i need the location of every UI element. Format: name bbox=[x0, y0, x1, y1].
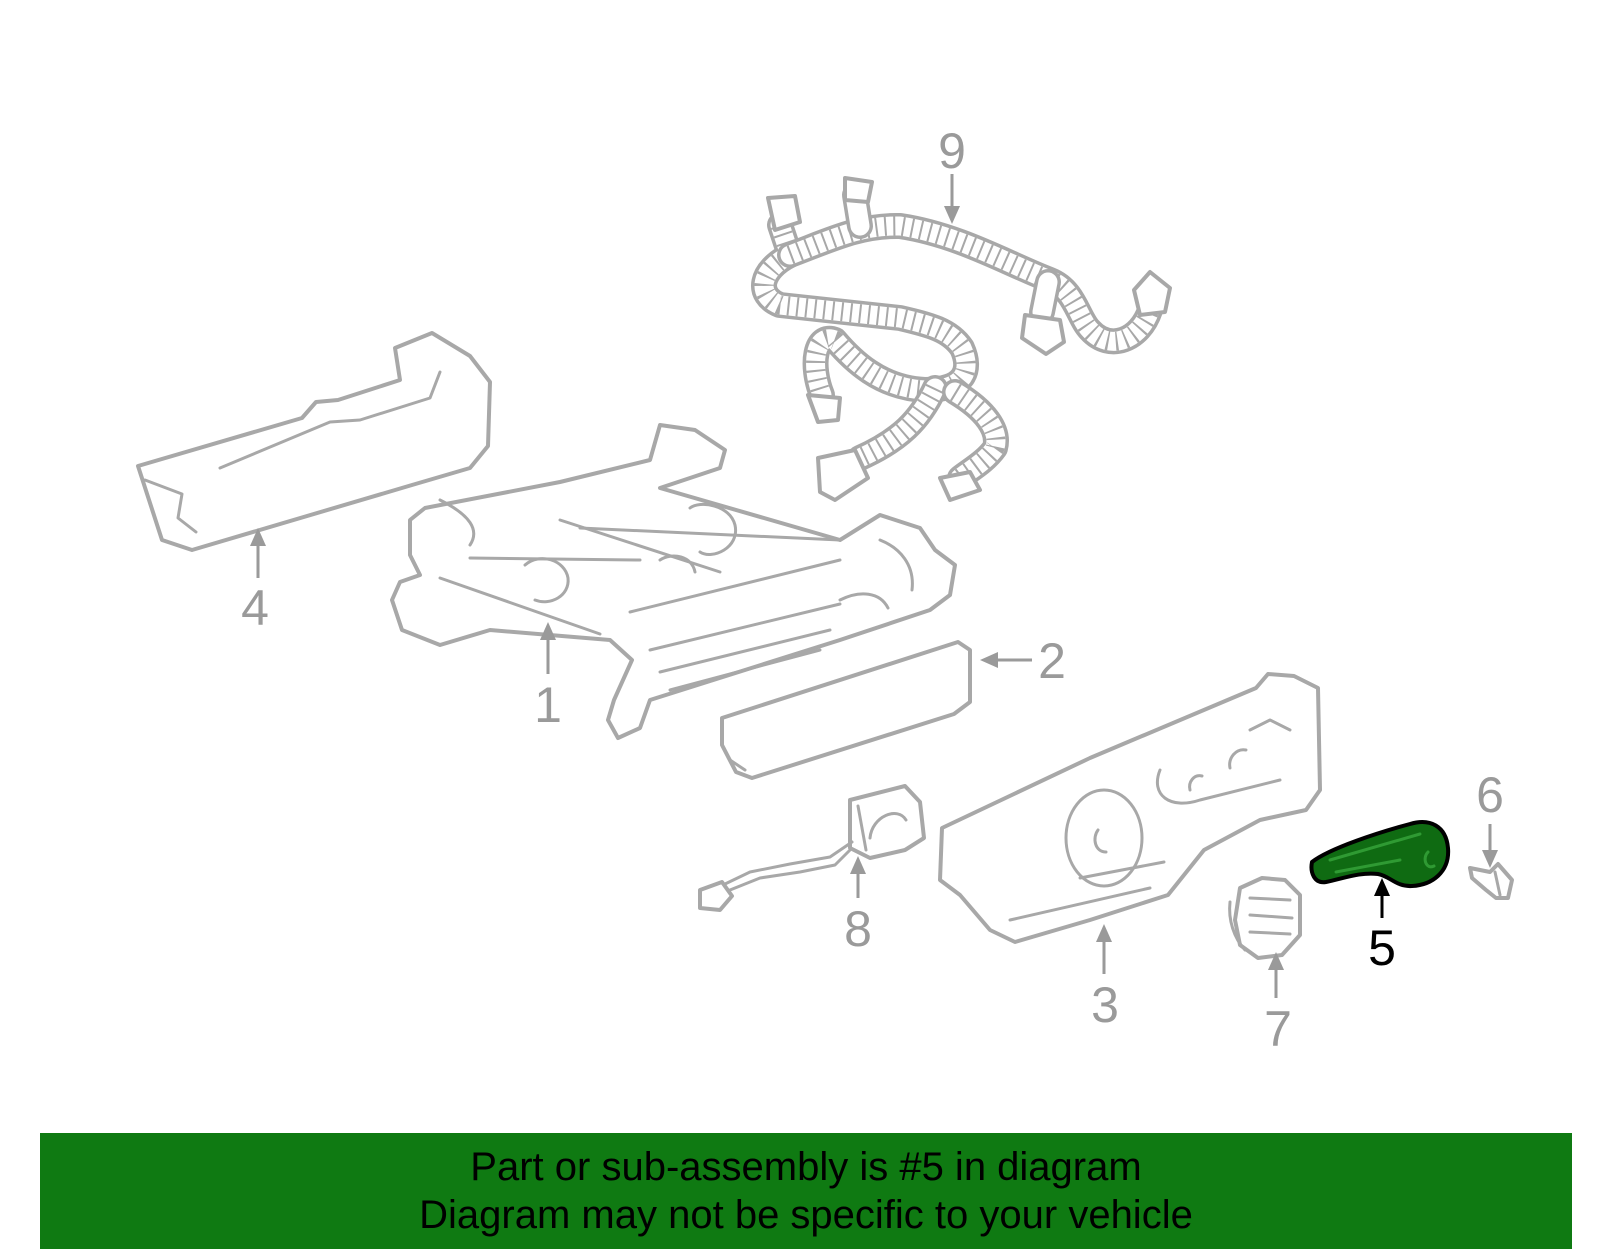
info-banner: Part or sub-assembly is #5 in diagram Di… bbox=[40, 1133, 1572, 1249]
part-6-clip[interactable] bbox=[1468, 862, 1514, 900]
callout-9: 9 bbox=[938, 123, 966, 179]
callout-8: 8 bbox=[844, 901, 872, 957]
callout-3: 3 bbox=[1091, 977, 1119, 1033]
part-8-switch[interactable] bbox=[698, 784, 926, 912]
callout-4: 4 bbox=[241, 580, 269, 636]
banner-line-disclaimer: Diagram may not be specific to your vehi… bbox=[419, 1193, 1193, 1237]
part-2-cover-panel[interactable] bbox=[720, 640, 972, 780]
callout-7: 7 bbox=[1264, 1001, 1292, 1057]
part-5-handle-highlighted[interactable] bbox=[1309, 820, 1451, 889]
part-3-side-trim-panel[interactable] bbox=[938, 672, 1322, 944]
callout-5: 5 bbox=[1368, 920, 1396, 976]
parts-diagram: 4 1 2 3 5 6 7 8 9 bbox=[136, 123, 1514, 1057]
callout-2: 2 bbox=[1038, 633, 1066, 689]
part-9-wire-harness[interactable] bbox=[751, 176, 1172, 502]
banner-line-part: Part or sub-assembly is #5 in diagram bbox=[470, 1145, 1142, 1189]
callout-1: 1 bbox=[534, 677, 562, 733]
part-4-side-shield[interactable] bbox=[136, 331, 492, 552]
callout-6: 6 bbox=[1476, 767, 1504, 823]
part-1-seat-adjuster[interactable] bbox=[390, 423, 957, 740]
part-7-knob[interactable] bbox=[1228, 876, 1302, 960]
callout-arrows bbox=[250, 174, 1498, 998]
